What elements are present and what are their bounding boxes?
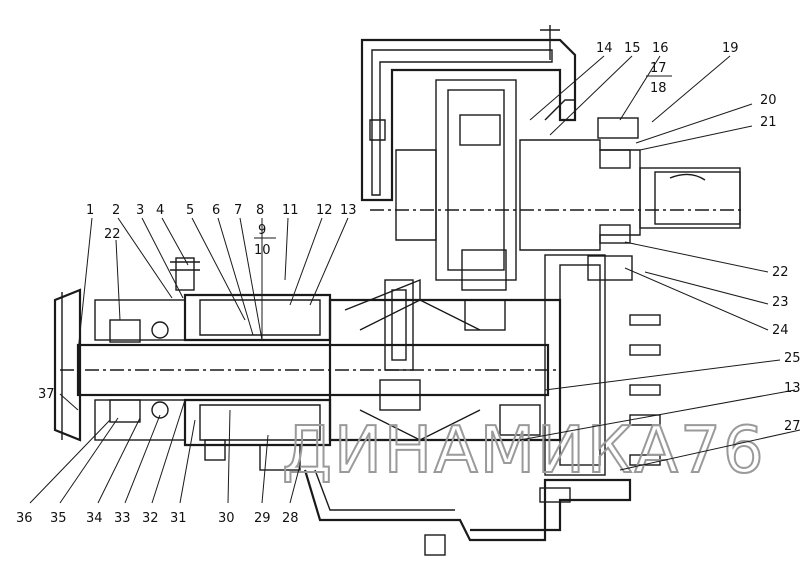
callout-33: 33 [114, 511, 131, 526]
callout-2: 2 [112, 203, 120, 218]
callout-5: 5 [186, 203, 194, 218]
callout-3: 3 [136, 203, 144, 218]
callout-14: 14 [596, 41, 613, 56]
callout-35: 35 [50, 511, 67, 526]
callout-9: 9 [258, 223, 266, 238]
callout-1: 1 [86, 203, 94, 218]
callout-31: 31 [170, 511, 187, 526]
callout-29: 29 [254, 511, 271, 526]
callout-28: 28 [282, 511, 299, 526]
callout-32: 32 [142, 511, 159, 526]
callouts-right: 22 23 24 25 13 27 [772, 265, 801, 434]
callout-19: 19 [722, 41, 739, 56]
callout-17: 17 [650, 61, 667, 76]
callout-13-top: 13 [340, 203, 357, 218]
callout-37: 37 [38, 387, 55, 402]
watermark-text: ДИНАМИКА76 [282, 414, 766, 488]
callout-30: 30 [218, 511, 235, 526]
callout-22-right: 22 [772, 265, 789, 280]
callout-11: 11 [282, 203, 299, 218]
callout-22-left: 22 [104, 227, 121, 242]
callout-25: 25 [784, 351, 801, 366]
callouts-top-left: 1 2 3 4 22 5 6 7 8 9 10 11 12 13 [86, 203, 357, 258]
callout-7: 7 [234, 203, 242, 218]
callout-21: 21 [760, 115, 777, 130]
callout-23: 23 [772, 295, 789, 310]
callout-16: 16 [652, 41, 669, 56]
callout-36: 36 [16, 511, 33, 526]
callout-18: 18 [650, 81, 667, 96]
callout-4: 4 [156, 203, 164, 218]
callouts-top-right: 14 15 16 17 18 19 20 21 [596, 41, 777, 130]
callout-10: 10 [254, 243, 271, 258]
callout-8: 8 [256, 203, 264, 218]
callout-27: 27 [784, 419, 801, 434]
callout-6: 6 [212, 203, 220, 218]
callout-34: 34 [86, 511, 103, 526]
callouts-bottom: 36 35 34 33 32 31 30 29 28 [16, 511, 299, 526]
upper-housing [360, 25, 745, 291]
lower-housing [53, 254, 661, 556]
callout-24: 24 [772, 323, 789, 338]
callout-13-right: 13 [784, 381, 801, 396]
callout-15: 15 [624, 41, 641, 56]
callout-12: 12 [316, 203, 333, 218]
callout-20: 20 [760, 93, 777, 108]
